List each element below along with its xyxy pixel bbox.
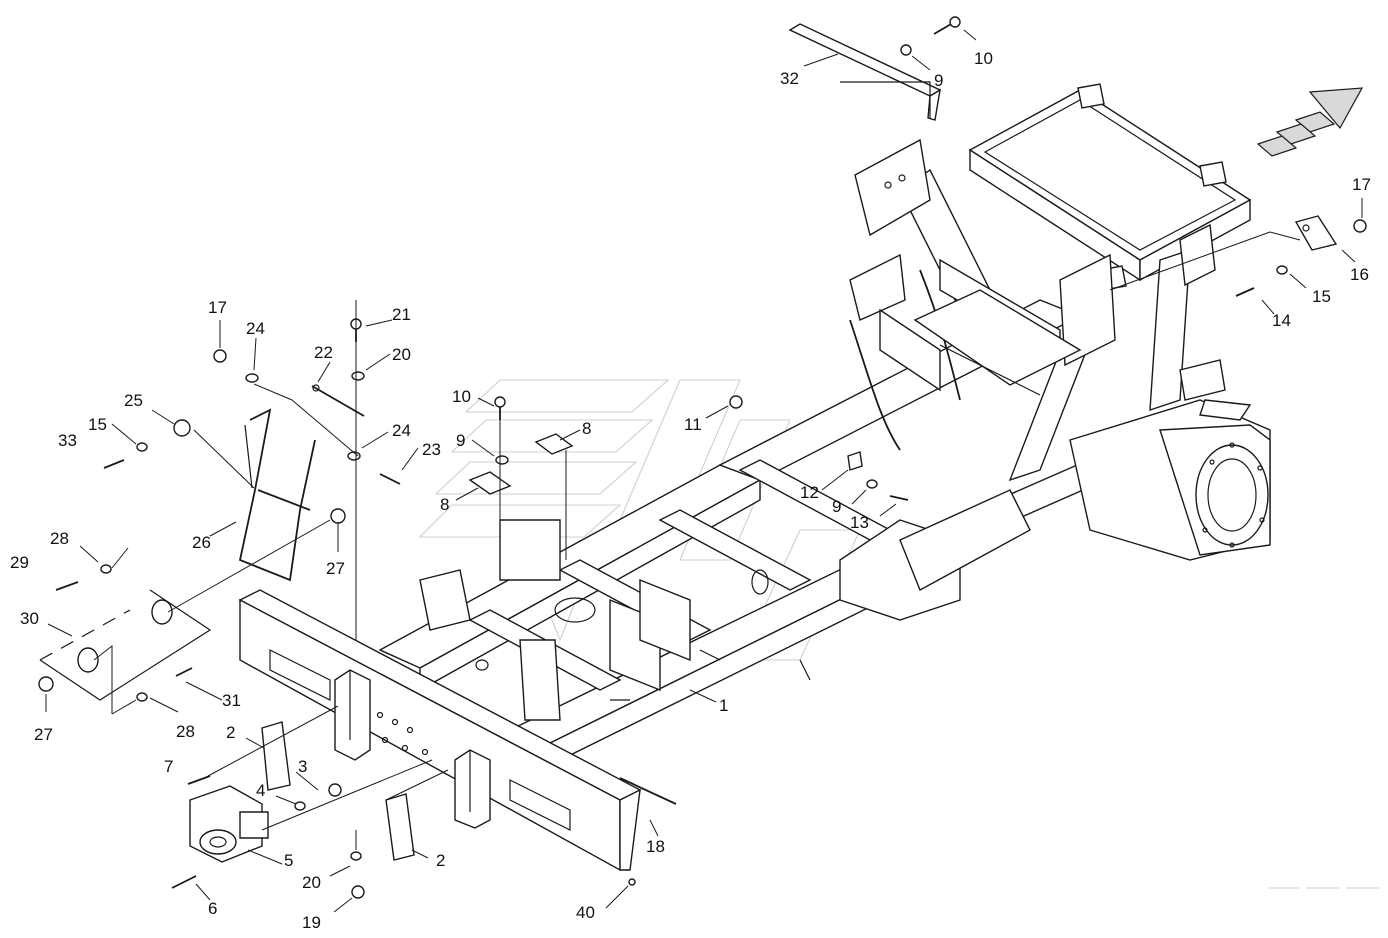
callout-15: 15 bbox=[88, 415, 107, 434]
callout-27: 27 bbox=[34, 725, 53, 744]
callout-13: 13 bbox=[850, 513, 869, 532]
callout-24: 24 bbox=[392, 421, 411, 440]
main-frame bbox=[378, 299, 1212, 772]
callout-labels: 1 2 2 3 4 5 6 7 8 8 9 9 9 10 10 11 12 13… bbox=[10, 49, 1371, 932]
front-bumper bbox=[238, 589, 642, 872]
upper-rear-frame bbox=[849, 83, 1252, 482]
callout-18: 18 bbox=[646, 837, 665, 856]
callout-28: 28 bbox=[176, 722, 195, 741]
callout-33: 33 bbox=[58, 431, 77, 450]
callout-9: 9 bbox=[456, 431, 465, 450]
part-26-step bbox=[238, 408, 316, 582]
callout-6: 6 bbox=[208, 899, 217, 918]
part-22-bar bbox=[311, 384, 365, 417]
callout-29: 29 bbox=[10, 553, 29, 572]
part-16-bracket bbox=[1294, 215, 1338, 251]
callout-30: 30 bbox=[20, 609, 39, 628]
part-30-plate bbox=[39, 589, 212, 701]
callout-15: 15 bbox=[1312, 287, 1331, 306]
bumper-spacer-left bbox=[334, 669, 371, 761]
callout-28: 28 bbox=[50, 529, 69, 548]
bumper-spacer-right bbox=[454, 749, 491, 829]
callout-3: 3 bbox=[298, 757, 307, 776]
part-32-bar bbox=[788, 23, 942, 121]
callout-2: 2 bbox=[436, 851, 445, 870]
callout-12: 12 bbox=[800, 483, 819, 502]
callout-40: 40 bbox=[576, 903, 595, 922]
part-2-wedge-left bbox=[261, 721, 291, 791]
callout-10: 10 bbox=[974, 49, 993, 68]
callout-7: 7 bbox=[164, 757, 173, 776]
forward-direction-arrow-icon bbox=[1256, 87, 1364, 157]
callout-1: 1 bbox=[719, 696, 728, 715]
callout-14: 14 bbox=[1272, 311, 1291, 330]
hardware-fasteners bbox=[38, 16, 1367, 899]
leader-lines bbox=[45, 29, 1363, 913]
callout-9: 9 bbox=[934, 71, 943, 90]
callout-8: 8 bbox=[582, 419, 591, 438]
callout-27: 27 bbox=[326, 559, 345, 578]
part-8-plates bbox=[468, 433, 574, 495]
callout-16: 16 bbox=[1350, 265, 1369, 284]
callout-17: 17 bbox=[1352, 175, 1371, 194]
callout-32: 32 bbox=[780, 69, 799, 88]
callout-17: 17 bbox=[208, 298, 227, 317]
callout-10: 10 bbox=[452, 387, 471, 406]
part-18-pin bbox=[619, 777, 677, 805]
callout-4: 4 bbox=[256, 781, 265, 800]
callout-25: 25 bbox=[124, 391, 143, 410]
part-5-hitch bbox=[189, 785, 269, 863]
callout-19: 19 bbox=[302, 913, 321, 932]
callout-26: 26 bbox=[192, 533, 211, 552]
callout-22: 22 bbox=[314, 343, 333, 362]
callout-5: 5 bbox=[284, 851, 293, 870]
callout-23: 23 bbox=[422, 440, 441, 459]
callout-21: 21 bbox=[392, 305, 411, 324]
callout-11: 11 bbox=[684, 415, 702, 434]
callout-31: 31 bbox=[222, 691, 241, 710]
callout-24: 24 bbox=[246, 319, 265, 338]
callout-9: 9 bbox=[832, 497, 841, 516]
callout-20: 20 bbox=[392, 345, 411, 364]
rear-housing bbox=[1069, 359, 1271, 561]
callout-20: 20 bbox=[302, 873, 321, 892]
callout-8: 8 bbox=[440, 495, 449, 514]
part-2-wedge-right bbox=[385, 793, 415, 861]
callout-2: 2 bbox=[226, 723, 235, 742]
